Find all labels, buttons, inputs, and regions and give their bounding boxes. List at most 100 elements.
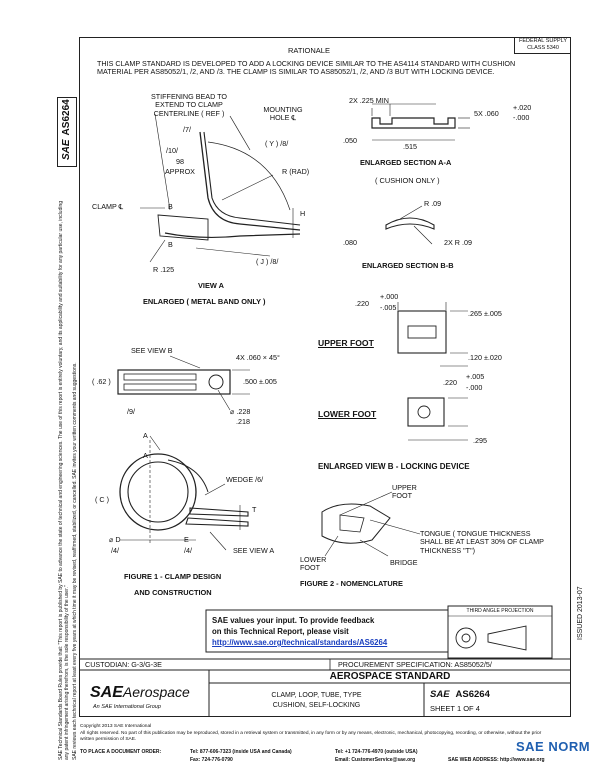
clamp-500-dim: .500 ±.005: [243, 377, 277, 386]
clamp-plan-outline: [117, 369, 231, 395]
aa-5x-dim: 5X .060: [474, 109, 499, 118]
bb-r09: R .09: [424, 199, 442, 208]
section-aa-title: ENLARGED SECTION A-A: [360, 158, 452, 167]
upper-foot-title: UPPER FOOT: [318, 338, 374, 348]
clamp-centerline-label: CLAMP ℄: [92, 202, 124, 211]
view-a-title: VIEW A: [198, 281, 225, 290]
view-a-band-inner: [203, 131, 301, 226]
angle-98: 98: [176, 157, 184, 166]
a-section-top: A: [143, 431, 148, 440]
approx-label: APPROX: [165, 167, 195, 176]
spine-doc-block: [57, 97, 77, 167]
sheet-number: SHEET 1 OF 4: [430, 704, 480, 713]
c-dimension: ( C ): [95, 495, 109, 504]
wedge-label: WEDGE /6/: [226, 475, 264, 484]
note-7: /7/: [183, 125, 191, 134]
lower-295-dim: .295: [473, 436, 487, 445]
stiffening-bead-label: STIFFENING BEAD TO EXTEND TO CLAMP CENTE…: [150, 92, 227, 118]
watermark: SAE NORM: [516, 739, 591, 754]
clamp-loop-outer: [119, 453, 197, 531]
see-view-a-label: SEE VIEW A: [233, 546, 275, 555]
angle-note-10: /10/: [166, 146, 178, 155]
sae-aerospace-logo: SAEAerospace: [90, 684, 190, 702]
chamfer-dim: 4X .060 × 45°: [236, 353, 280, 362]
view-a-bead: [157, 214, 209, 241]
view-a-arc: [207, 141, 291, 211]
feedback-link[interactable]: http://www.sae.org/technical/standards/A…: [212, 638, 388, 647]
section-aa-subtitle: ( CUSHION ONLY ): [375, 176, 440, 185]
desc-line2: CUSHION, SELF-LOCKING: [272, 702, 361, 709]
logo-aerospace: Aerospace: [122, 684, 190, 700]
drawing-sheet: [79, 37, 571, 717]
r125-label: R .125: [153, 265, 175, 274]
view-a-lower-leg: [164, 232, 301, 239]
upper-tol-minus: -.005: [380, 303, 397, 312]
b-section-bottom: B: [168, 240, 173, 249]
footer-copyright: Copyright 2013 SAE International: [80, 724, 152, 729]
j-dimension: ( J ) /8/: [256, 257, 279, 266]
y-dimension: ( Y ) /8/: [265, 139, 289, 148]
desc-line1: CLAMP, LOOP, TUBE, TYPE: [271, 692, 362, 699]
footer-tel2: Tel: +1 724-776-4970 (outside USA): [335, 749, 418, 755]
feedback-line2: on this Technical Report, please visit: [212, 627, 349, 636]
aa-515-dim: .515: [403, 142, 417, 151]
h-dimension: H: [300, 209, 306, 218]
upper-265-dim: .265 ±.005: [468, 309, 502, 318]
nom-upper-foot: UPPER FOOT: [392, 483, 417, 501]
section-bb-profile: [385, 217, 435, 230]
footer-web[interactable]: SAE WEB ADDRESS: http://www.sae.org: [448, 757, 545, 763]
footer-email: Email: CustomerService@sae.org: [335, 757, 416, 763]
nomenclature-sketch: [321, 503, 391, 544]
aa-050-dim: .050: [343, 136, 357, 145]
tb-sae-mark: SAE: [430, 689, 450, 700]
footer-order: TO PLACE A DOCUMENT ORDER:: [80, 749, 162, 755]
aa-tol-minus: -.000: [513, 113, 530, 122]
view-b-title: ENLARGED VIEW B - LOCKING DEVICE: [318, 462, 470, 471]
section-aa-profile: [371, 117, 456, 129]
see-view-b-label: SEE VIEW B: [131, 346, 173, 355]
view-a-band: [199, 131, 301, 231]
custodian: CUSTODIAN: G-3/G-3E: [85, 660, 162, 669]
note-9: /9/: [127, 407, 135, 416]
bb-2xr-dim: 2X R .09: [444, 238, 472, 247]
logo-subtitle: An SAE International Group: [93, 704, 161, 710]
figure1-line1: FIGURE 1 - CLAMP DESIGN: [124, 572, 222, 581]
aerospace-standard: AEROSPACE STANDARD: [329, 671, 451, 682]
clamp-62-dim: ( .62 ): [92, 377, 111, 386]
t-dimension: T: [252, 505, 257, 514]
d-dimension: ⌀ D: [109, 535, 121, 544]
logo-sae: SAE: [90, 684, 123, 701]
r-rad-label: R (RAD): [282, 167, 310, 176]
lower-tol-minus: -.000: [466, 383, 483, 392]
hole-dia-228: ⌀ .228: [230, 407, 251, 416]
nom-lower-foot: LOWER FOOT: [300, 555, 327, 573]
note-4b: /4/: [184, 546, 192, 555]
lower-tol-plus: +.005: [466, 372, 485, 381]
aa-tol-plus: +.020: [513, 103, 532, 112]
upper-tol-plus: +.000: [380, 292, 399, 301]
mounting-hole-label: MOUNTING HOLE ℄: [263, 105, 303, 123]
rationale-text: THIS CLAMP STANDARD IS DEVELOPED TO ADD …: [97, 59, 516, 77]
figure2-title: FIGURE 2 - NOMENCLATURE: [300, 579, 403, 588]
procurement-spec: PROCUREMENT SPECIFICATION: AS85052/5/: [338, 660, 492, 669]
upper-120-dim: .120 ±.020: [468, 353, 502, 362]
hole-dia-218: .218: [236, 417, 250, 426]
footer-fax: Fax: 724-776-0790: [190, 757, 233, 763]
aa-2x-dim: 2X .225 MIN: [349, 96, 389, 105]
section-bb-title: ENLARGED SECTION B-B: [362, 261, 454, 270]
footer-rights: All rights reserved. No part of this pub…: [80, 731, 542, 742]
nom-tongue: TONGUE ( TONGUE THICKNESS SHALL BE AT LE…: [420, 529, 544, 555]
footer-tel1: Tel: 877-606-7323 (inside USA and Canada…: [190, 749, 292, 755]
note-4a: /4/: [111, 546, 119, 555]
view-a-subtitle: ENLARGED ( METAL BAND ONLY ): [143, 297, 266, 306]
upper-220-dim: .220: [355, 299, 369, 308]
lower-foot-outline: [407, 397, 445, 427]
projection-label: THIRD ANGLE PROJECTION: [466, 608, 534, 614]
projection-box: [447, 605, 553, 659]
figure1-line2: AND CONSTRUCTION: [134, 588, 212, 597]
supply-class-box: FEDERAL SUPPLY CLASS 5340: [514, 37, 571, 54]
upper-foot-outline: [397, 310, 447, 354]
b-section-top: B: [168, 202, 173, 211]
